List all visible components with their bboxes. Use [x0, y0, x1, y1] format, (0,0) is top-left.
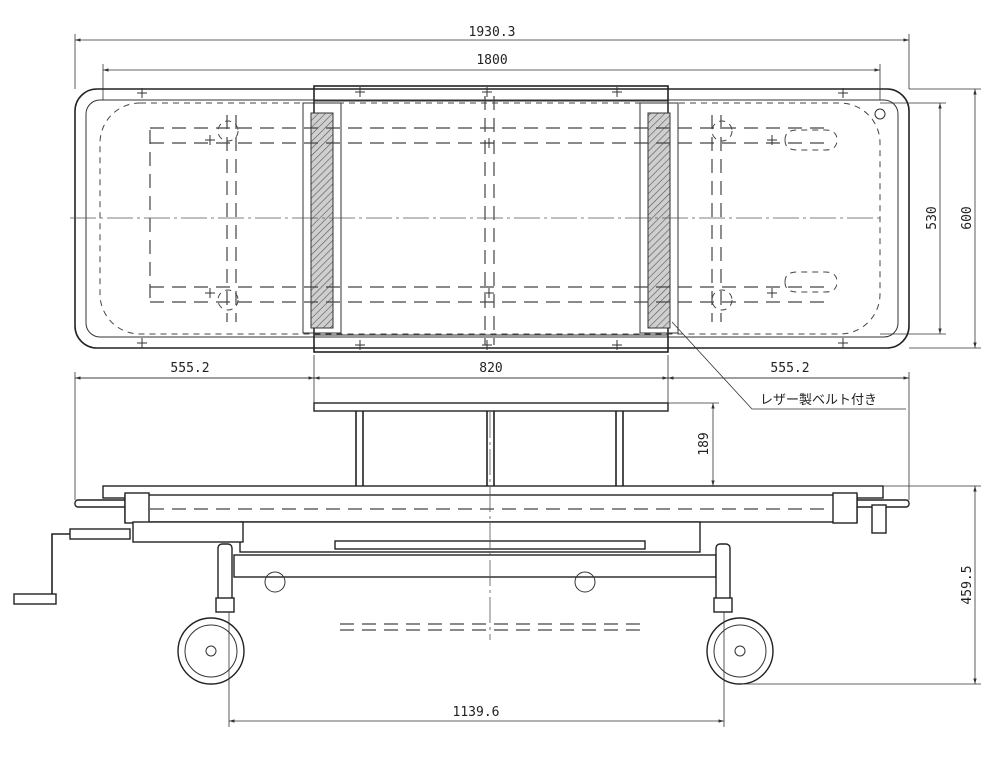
inner-frame: [85, 99, 899, 338]
hole-1: [217, 120, 239, 142]
cross-marks: [137, 87, 848, 350]
hole-3: [711, 120, 733, 142]
base-frame: [233, 554, 717, 578]
leather-belt-label: レザー製ベルト付き: [760, 393, 877, 408]
handle-right: [871, 504, 887, 534]
mattress-outline: [99, 102, 881, 335]
wheel-left: [177, 617, 245, 685]
side-view: [13, 402, 910, 685]
leather-belt-left: [310, 112, 334, 329]
leather-belt-callout: レザー製ベルト付き: [671, 321, 906, 410]
top-tray: [313, 402, 669, 412]
dim-bed-height: 459.5: [960, 565, 975, 604]
crank-arm: [51, 533, 70, 594]
caster-mount-left: [215, 597, 235, 613]
hole-2: [217, 289, 239, 311]
center-board: [313, 85, 669, 353]
hole-4: [711, 289, 733, 311]
slot-2: [784, 271, 838, 293]
slot-1: [784, 129, 838, 151]
crank-handle: [13, 593, 57, 605]
outer-frame: [74, 88, 910, 349]
caster-mount-right: [713, 597, 733, 613]
top-dimensions: 1930.3 1800 530 600: [74, 25, 981, 349]
leather-belt-right: [647, 112, 671, 329]
end-cap-right: [832, 492, 858, 524]
middle-dimensions: 555.2 820 555.2: [74, 355, 910, 500]
dim-inner-width: 530: [925, 206, 940, 229]
end-cap-left: [124, 492, 150, 524]
dim-side-right: 555.2: [770, 361, 809, 376]
hydraulic-cylinder: [132, 521, 244, 543]
dim-center-span: 820: [479, 361, 502, 376]
dim-side-left: 555.2: [170, 361, 209, 376]
dim-overall-length: 1930.3: [469, 25, 516, 40]
dim-table-height: 189: [697, 432, 712, 455]
dim-wheelbase: 1139.6: [453, 705, 500, 720]
dim-frame-length: 1800: [476, 53, 507, 68]
hose-1: [69, 528, 131, 540]
wheel-right: [706, 617, 774, 685]
knob: [874, 108, 886, 120]
joint-1: [264, 571, 286, 593]
top-view: [70, 85, 910, 353]
dim-overall-width: 600: [960, 206, 975, 229]
joint-2: [574, 571, 596, 593]
side-dimensions: 189 459.5 1139.6: [228, 402, 981, 727]
